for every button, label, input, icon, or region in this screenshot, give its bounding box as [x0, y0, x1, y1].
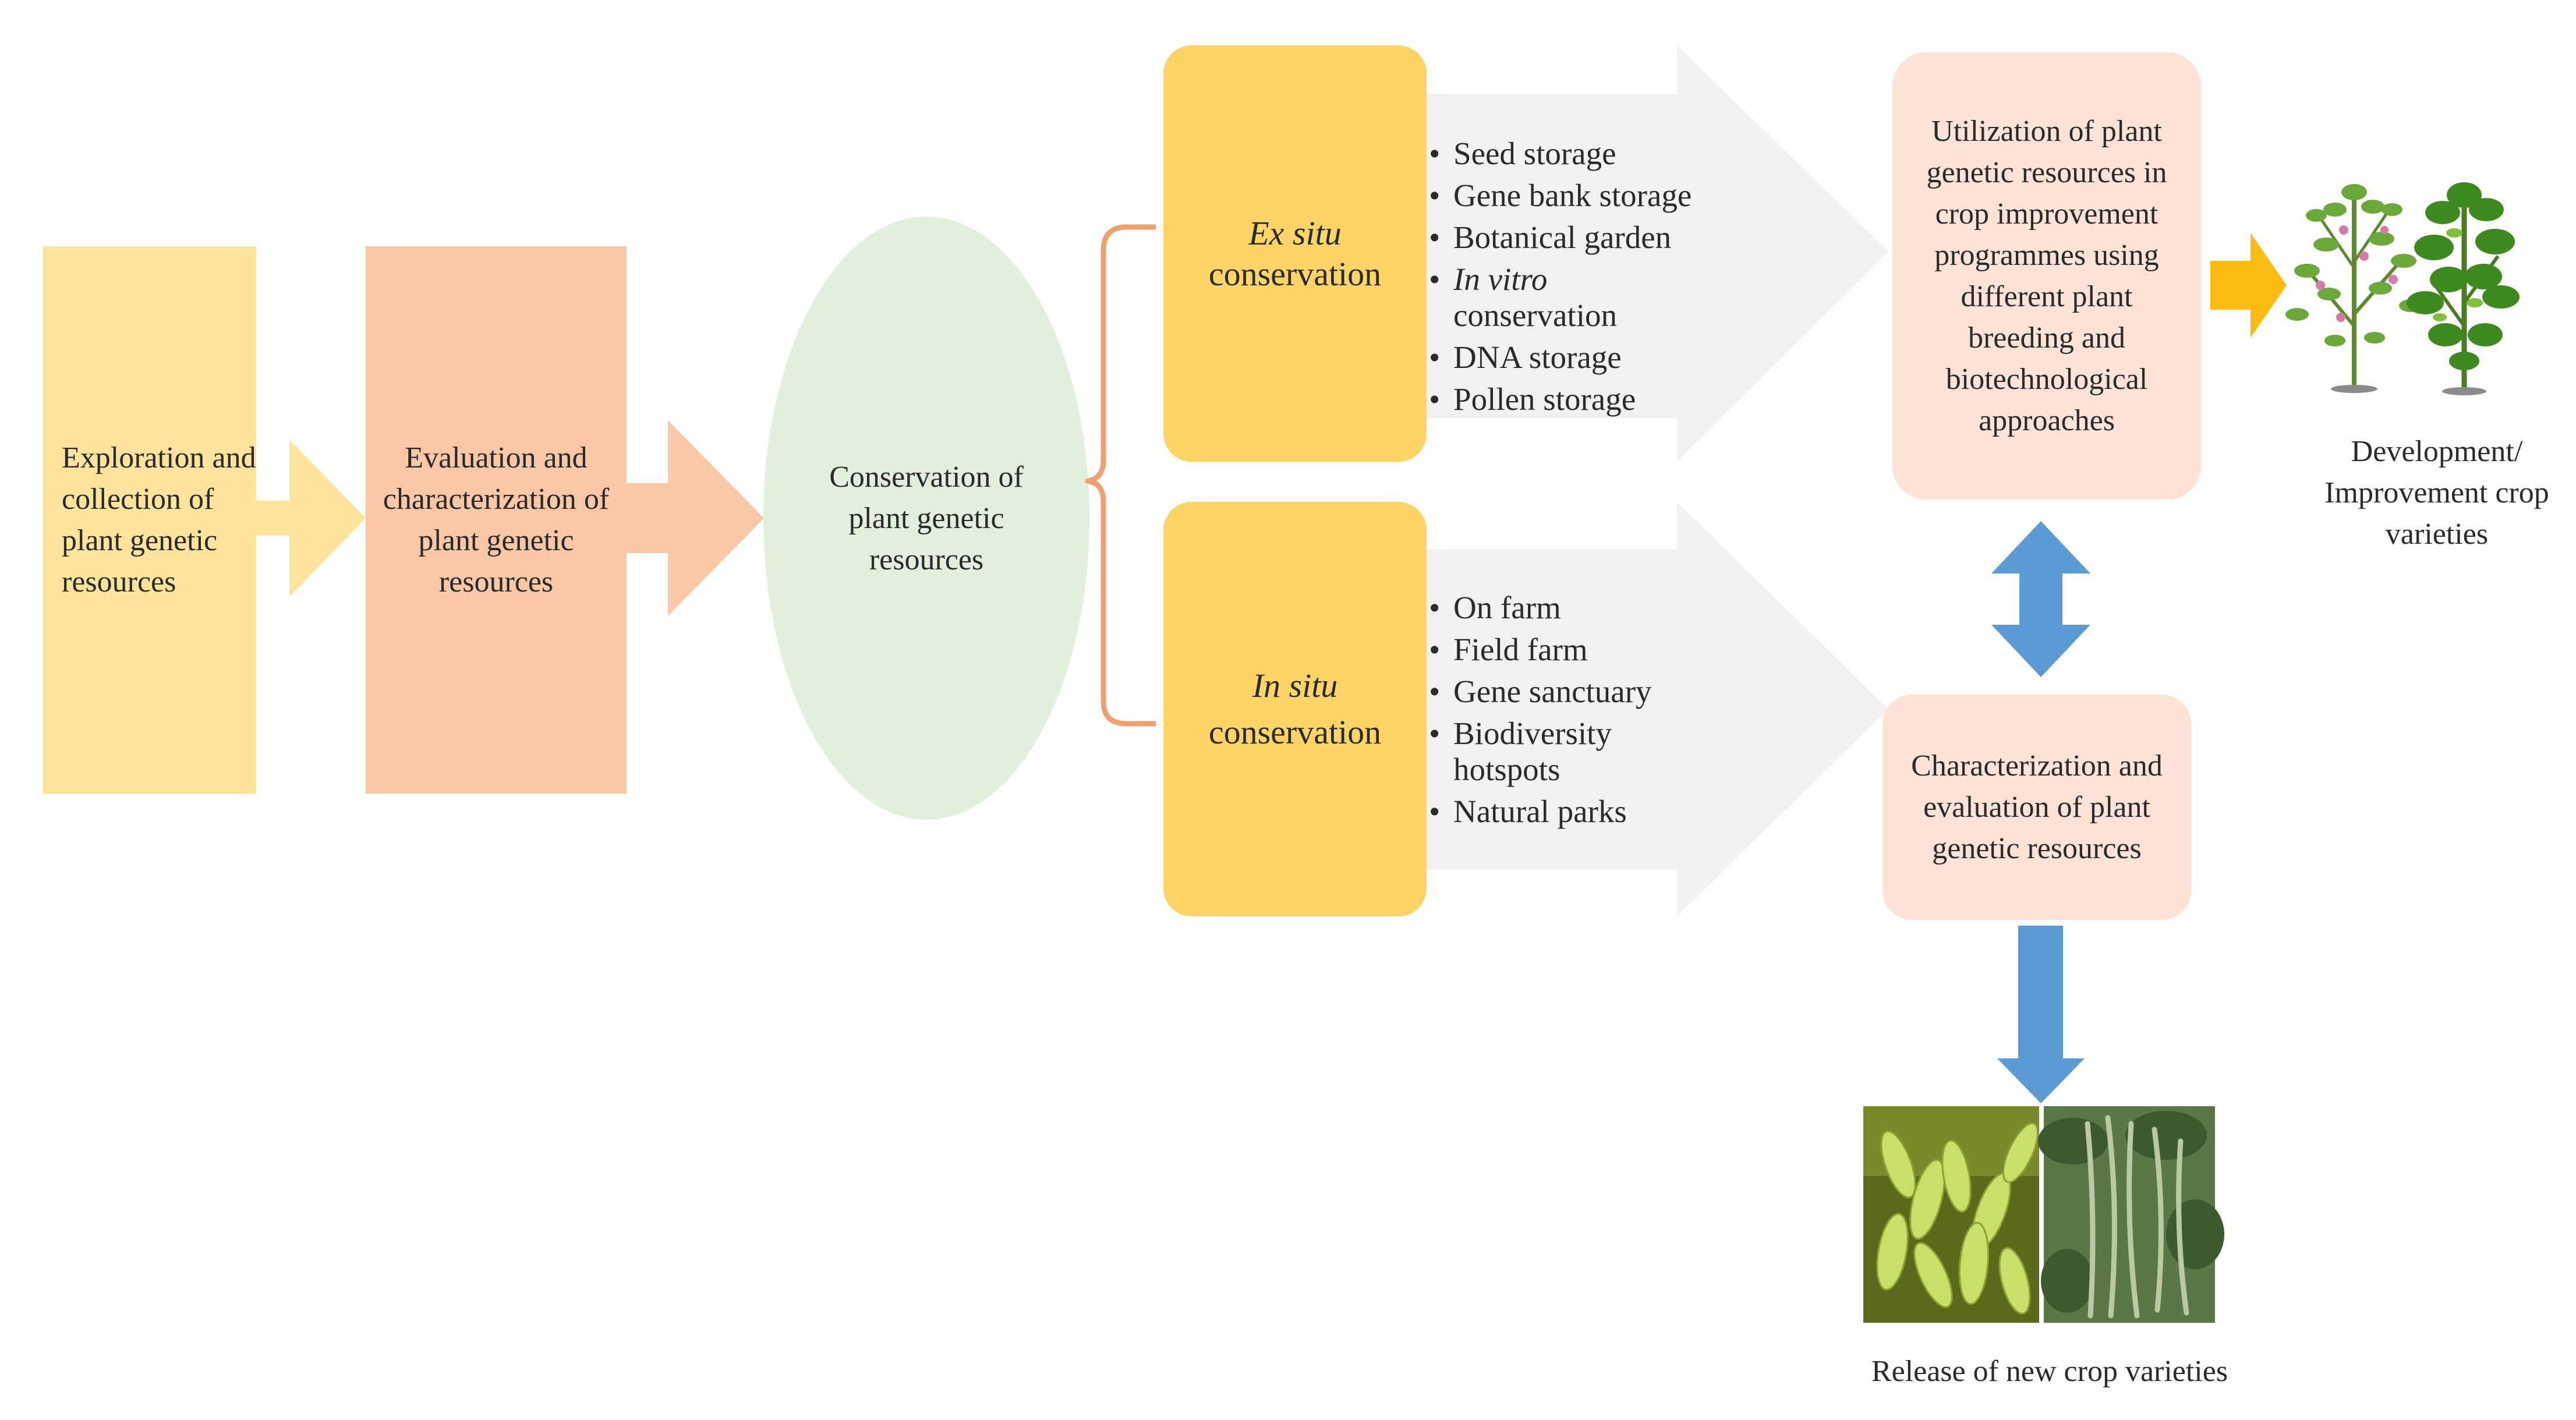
blue-down-arrow: [1997, 926, 2085, 1103]
in-situ-italic: In situ: [1252, 667, 1338, 704]
utilization-label: Utilization of plant genetic resources i…: [1926, 115, 2167, 437]
exploration-label: Exploration and collection of plant gene…: [62, 441, 256, 599]
ex-situ-box: [1163, 45, 1427, 462]
ex-situ-label: Ex situ conservation: [1163, 45, 1427, 462]
list-item: Gene sanctuary: [1429, 674, 1755, 710]
list-item: Field farm: [1429, 632, 1755, 668]
list-item: DNA storage: [1429, 339, 1755, 376]
arrow-to-development: [2210, 233, 2287, 338]
list-item: Natural parks: [1429, 794, 1755, 830]
blue-double-arrow: [1991, 521, 2090, 677]
list-item: Pollen storage: [1429, 381, 1755, 417]
ex-situ-methods-list: Seed storage Gene bank storage Botanical…: [1429, 136, 1755, 423]
release-caption: Release of new crop varieties: [1871, 1355, 2228, 1388]
chickpea-plant-icon: [2285, 184, 2422, 393]
ex-situ-italic: Ex situ: [1248, 214, 1342, 252]
list-item: Botanical garden: [1429, 219, 1755, 256]
list-item: Gene bank storage: [1429, 178, 1755, 214]
in-situ-box: [1163, 502, 1427, 916]
utilization-box: [1892, 52, 2201, 500]
soybean-plant-icon: [2407, 182, 2520, 395]
ex-situ-rest: conservation: [1208, 254, 1382, 293]
in-situ-label: In situ conservation: [1163, 502, 1427, 916]
conservation-ellipse: [763, 217, 1089, 820]
characterization-box: [1883, 695, 2191, 920]
list-item: On farm: [1429, 590, 1755, 626]
soybean-pods-photo: [1863, 1106, 2039, 1323]
development-caption: Development/ Improvement crop varieties: [2324, 435, 2549, 551]
in-situ-rest: conservation: [1208, 713, 1382, 751]
evaluation-label: Evaluation and characterization of plant…: [383, 441, 610, 599]
arrow-exploration-to-evaluation: [256, 440, 366, 597]
list-item: Seed storage: [1429, 136, 1755, 172]
conservation-label: Conservation of plant genetic resources: [829, 460, 1024, 576]
exploration-box: [43, 246, 256, 794]
characterization-label: Characterization and evaluation of plant…: [1911, 749, 2163, 865]
cowpea-pods-photo: [2038, 1106, 2224, 1323]
evaluation-box: [366, 246, 627, 794]
in-situ-methods-list: On farm Field farm Gene sanctuary Biodiv…: [1429, 590, 1755, 835]
brace: [1085, 224, 1156, 727]
arrow-evaluation-to-conservation: [627, 420, 764, 616]
